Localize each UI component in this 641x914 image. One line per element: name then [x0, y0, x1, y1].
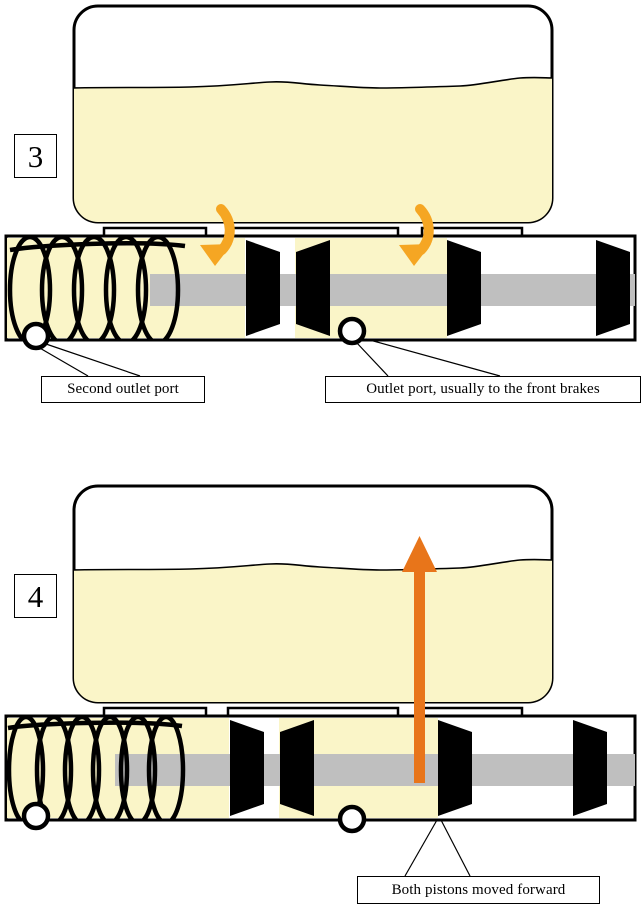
piston-rod-4 — [115, 754, 635, 786]
reservoir-4 — [72, 484, 554, 704]
return-spring-4 — [6, 716, 186, 820]
second-outlet-port-hole-4 — [21, 801, 51, 831]
step-number-box-4: 4 — [14, 574, 57, 618]
primary-piston-seals-4 — [438, 720, 472, 816]
secondary-piston-seals-4 — [230, 720, 314, 816]
callout-both-pistons-moved-forward-text: Both pistons moved forward — [391, 881, 566, 898]
fluid-flow-arrows-3 — [200, 204, 434, 266]
fluid-down-arrow-right-icon — [399, 204, 434, 266]
callout-both-pistons-moved-forward: Both pistons moved forward — [357, 876, 600, 904]
secondary-piston-seals-3 — [246, 240, 330, 336]
primary-piston-seals-3 — [447, 240, 481, 336]
callout-second-outlet-port-text: Second outlet port — [67, 381, 179, 397]
step-number-4: 4 — [27, 578, 44, 614]
fluid-down-arrow-left-icon — [200, 204, 235, 266]
cylinder-3 — [4, 234, 637, 342]
panel-3 — [4, 4, 637, 377]
panel-4 — [4, 484, 637, 877]
callout-outlet-port-front-brakes: Outlet port, usually to the front brakes — [325, 376, 641, 403]
piston-rod-3 — [150, 274, 635, 306]
return-spring-3 — [7, 236, 186, 340]
front-brake-outlet-port-hole — [337, 316, 367, 346]
reservoir-3 — [72, 4, 554, 224]
callout-second-outlet-port: Second outlet port — [41, 376, 205, 403]
callout-outlet-port-front-brakes-text: Outlet port, usually to the front brakes — [366, 381, 600, 397]
leader-lines-3 — [37, 338, 501, 377]
leader-lines-4 — [404, 819, 471, 877]
reservoir-fluid-4 — [74, 558, 552, 702]
front-brake-outlet-port-hole-4 — [337, 804, 367, 834]
pushrod-piston-seal-3 — [596, 240, 630, 336]
fluid-up-arrow-icon — [402, 536, 437, 783]
reservoir-fluid-3 — [74, 76, 552, 222]
step-number-box-3: 3 — [14, 134, 57, 178]
step-number-3: 3 — [27, 138, 44, 174]
pushrod-piston-seal-4 — [573, 720, 607, 816]
second-outlet-port-hole — [21, 321, 51, 351]
cylinder-4 — [4, 714, 637, 822]
